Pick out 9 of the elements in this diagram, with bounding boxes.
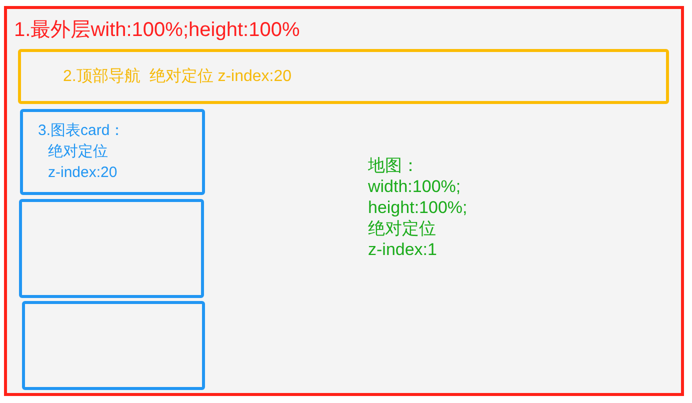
nav-text: 2.顶部导航 绝对定位 z-index:20 bbox=[63, 66, 292, 87]
title-text: 1.最外层with:100%;height:100% bbox=[14, 18, 300, 43]
empty-card bbox=[22, 301, 205, 390]
outer-panel bbox=[4, 6, 684, 396]
map-text: 地图：width:100%; height:100%;绝对定位z-index:1 bbox=[368, 155, 468, 260]
card-text: 3.图表card：绝对定位z-index:20 bbox=[38, 121, 126, 183]
chart-card bbox=[20, 109, 205, 195]
nav-bar bbox=[18, 49, 669, 104]
empty-card bbox=[19, 199, 204, 298]
